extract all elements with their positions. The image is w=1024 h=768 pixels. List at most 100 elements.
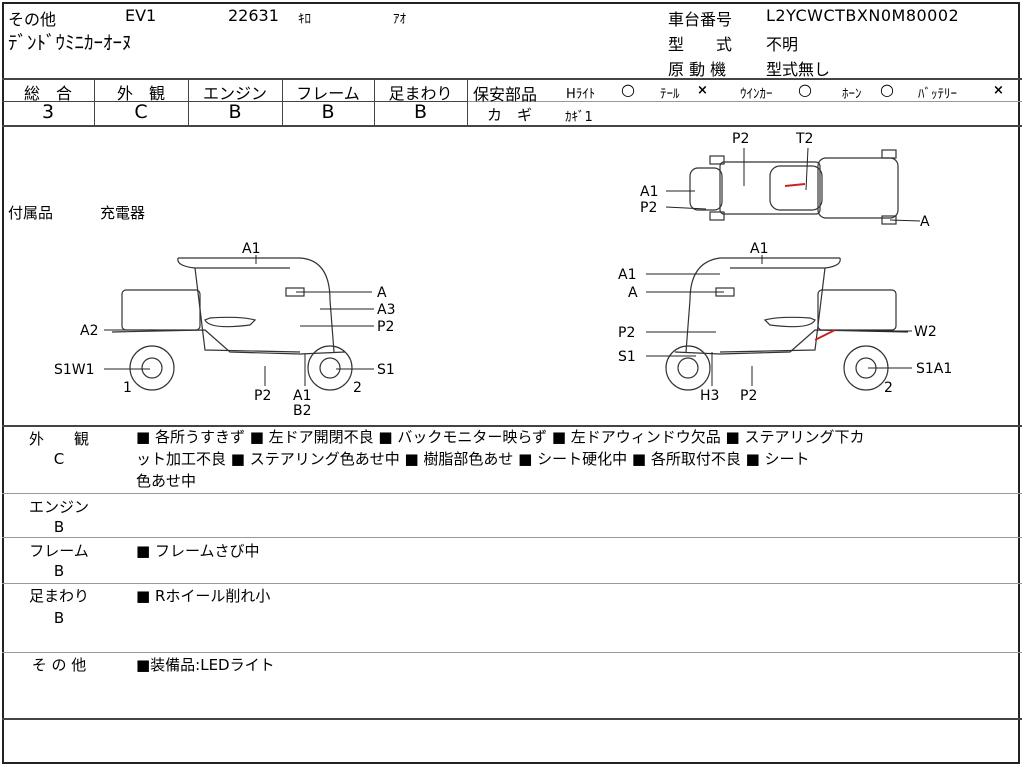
diagram-label: A3 [377,302,395,318]
grade-label-engine: エンジン [202,84,267,103]
safety-item-name: ﾃｰﾙ [660,87,680,102]
safety-item-name: Hﾗｲﾄ [566,87,596,102]
diagram-label: A1 [618,267,636,283]
type-value: 不明 [766,35,799,54]
divider [2,493,1022,494]
label-text: P2 T2 A1 P2 A A1 A A3 P2 A2 S1W1 S1 1 P2… [54,131,952,419]
safety-item-name: ﾊﾞｯﾃﾘｰ [918,87,957,102]
grade-value-exterior: C [134,101,148,123]
model-code: EV1 [125,6,157,25]
divider [2,652,1022,653]
type-label: 型 式 [668,35,733,54]
note-label: フレーム [29,542,89,560]
diagram-label: P2 [377,319,394,335]
note-line: 色あせ中 [136,472,197,490]
diagram-label: S1 [377,362,395,378]
safety-item-status: ○ [880,80,894,99]
note-line: ■装備品:LEDライト [136,656,275,674]
right-side-drawing [665,257,909,391]
diagram-label: 2 [884,380,893,396]
grade-label-exterior: 外 観 [116,84,165,103]
diagram-label: A1 [750,241,768,257]
divider [2,425,1022,427]
mileage: 22631 [228,6,279,25]
divider [2,718,1022,720]
divider [374,78,375,125]
motor-value: 型式無し [766,60,831,79]
note-line: ■ 各所うすきず ■ 左ドア開閉不良 ■ バックモニター映らず ■ 左ドアウィン… [136,428,865,446]
divider [282,78,283,125]
diagram-label: A1 [242,241,260,257]
safety-label: 保安部品 [473,85,538,104]
diagram-label: A [628,285,638,301]
diagram-label: P2 [640,200,657,216]
safety-item-status: × [697,83,708,98]
diagram-label: P2 [740,388,757,404]
accessories-label: 付属品 [8,204,54,222]
grade-value-frame: B [321,101,335,123]
note-grade: C [53,450,65,468]
key-label: カ ギ [487,106,533,124]
note-label: そ の 他 [31,656,87,674]
note-line: ット加工不良 ■ ステアリング色あせ中 ■ 樹脂部色あせ ■ シート硬化中 ■ … [136,450,810,468]
top-view-drawing [689,149,899,225]
diagram-label: P2 [254,388,271,404]
safety-item-status: ○ [621,80,635,99]
diagram-label: A [920,214,930,230]
key-value: ｶｷﾞ1 [565,110,593,125]
note-label: 足まわり [28,587,89,605]
color: ｱｵ [393,12,406,27]
grade-value-engine: B [228,101,242,123]
diagram-label: A [377,285,387,301]
diagram-label: A1 [640,184,658,200]
safety-item-status: ○ [798,80,812,99]
diagram-label: A1 [293,388,311,404]
divider [2,101,467,102]
grade-label-frame: フレーム [296,84,360,103]
diagram-label: P2 [732,131,749,147]
divider [467,78,468,125]
diagram-label: A2 [80,323,98,339]
note-label: 外 観 [28,430,89,448]
diagram-label: W2 [914,324,937,340]
diagram-label: 1 [123,380,132,396]
note-line: ■ Rホイール削れ小 [136,587,271,605]
grade-value-suspension: B [413,101,428,123]
chassis-label: 車台番号 [668,10,733,29]
divider [2,537,1022,538]
diagram-label: H3 [700,388,719,404]
note-line: ■ フレームさび中 [136,542,260,560]
diagram-label: S1W1 [54,362,95,378]
diagram-label: B2 [293,403,312,419]
motor-label: 原 動 機 [668,60,727,79]
divider [188,78,189,125]
diagram-label: T2 [795,131,813,147]
diagram-label: 2 [353,380,362,396]
diagram-label: S1A1 [916,361,952,377]
mileage-unit: ｷﾛ [298,12,311,27]
grade-label-overall: 総 合 [23,84,72,103]
note-label: エンジン [28,498,89,516]
note-grade: B [53,518,65,536]
vehicle-name: ﾃﾞﾝﾄﾞｳﾐﾆｶｰｵｰﾇ [8,32,132,54]
safety-item-status: × [993,83,1004,98]
note-grade: B [53,562,65,580]
vehicle-diagram: P2 T2 A1 P2 A A1 A A3 P2 A2 S1W1 S1 1 P2… [54,131,952,419]
chassis-number: L2YCWCTBXN0M80002 [766,6,960,25]
divider [2,125,1022,127]
divider [467,101,1022,102]
safety-item-name: ｳｲﾝｶｰ [740,87,773,102]
divider [2,78,1022,80]
diagram-label: S1 [618,349,636,365]
diagram-label: P2 [618,325,635,341]
leader-lines [104,147,921,386]
safety-item-name: ﾎｰﾝ [842,87,862,102]
accessories-value: 充電器 [100,204,146,222]
grade-label-suspension: 足まわり [388,84,453,103]
note-grade: B [53,609,65,627]
category: その他 [8,10,57,29]
grade-value-overall: 3 [41,101,55,123]
divider [2,583,1022,584]
divider [94,78,95,125]
